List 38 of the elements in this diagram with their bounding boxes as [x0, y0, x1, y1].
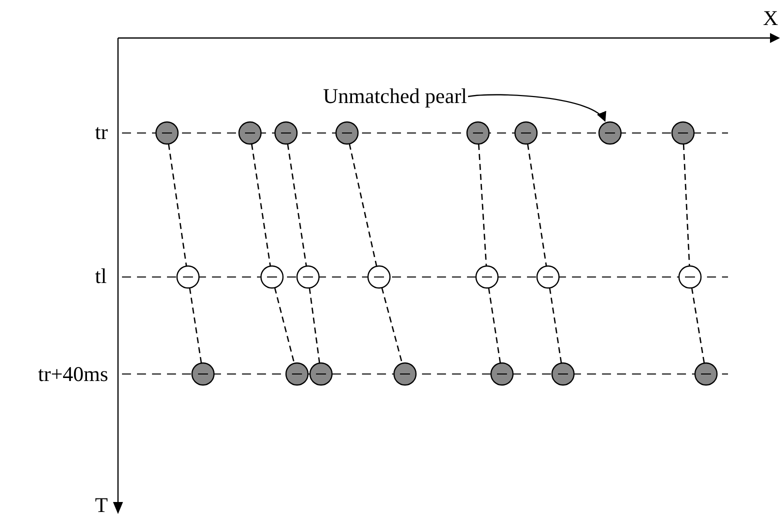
matching-line: [287, 144, 307, 266]
pearl-circle: [490, 362, 514, 386]
pearl-circle: [694, 362, 718, 386]
matching-line: [308, 288, 320, 364]
pearl-circle: [466, 121, 490, 145]
pearl-circle: [393, 362, 417, 386]
matching-line: [478, 144, 487, 266]
pearl-circle: [274, 121, 298, 145]
pearl-circle: [176, 265, 200, 289]
pearl-circle: [671, 121, 695, 145]
pearl-circle: [475, 265, 499, 289]
pearl-circle: [238, 121, 262, 145]
matching-line: [168, 144, 188, 266]
matching-line: [381, 287, 403, 364]
matching-line: [274, 287, 295, 364]
pearl-circle: [309, 362, 333, 386]
matching-line: [348, 144, 378, 266]
pearl-circle: [260, 265, 284, 289]
pearl-circle: [536, 265, 560, 289]
matching-line: [691, 288, 705, 364]
matching-line: [189, 288, 202, 364]
matching-line: [682, 144, 690, 266]
annotation-label: Unmatched pearl: [323, 86, 468, 107]
pearl-circle: [191, 362, 215, 386]
matching-line: [251, 144, 271, 266]
pearl-circle: [678, 265, 702, 289]
matching-line: [488, 288, 501, 364]
pearl-circle: [285, 362, 309, 386]
leader-line: [468, 94, 606, 122]
pearl-circle: [514, 121, 538, 145]
pearl-circle: [367, 265, 391, 289]
pearl-circle: [155, 121, 179, 145]
pearl-circle: [335, 121, 359, 145]
matching-line: [527, 144, 547, 266]
pearl-circle: [551, 362, 575, 386]
pearl-circle: [296, 265, 320, 289]
pearl-circle: [598, 121, 622, 145]
matching-line: [549, 288, 562, 364]
